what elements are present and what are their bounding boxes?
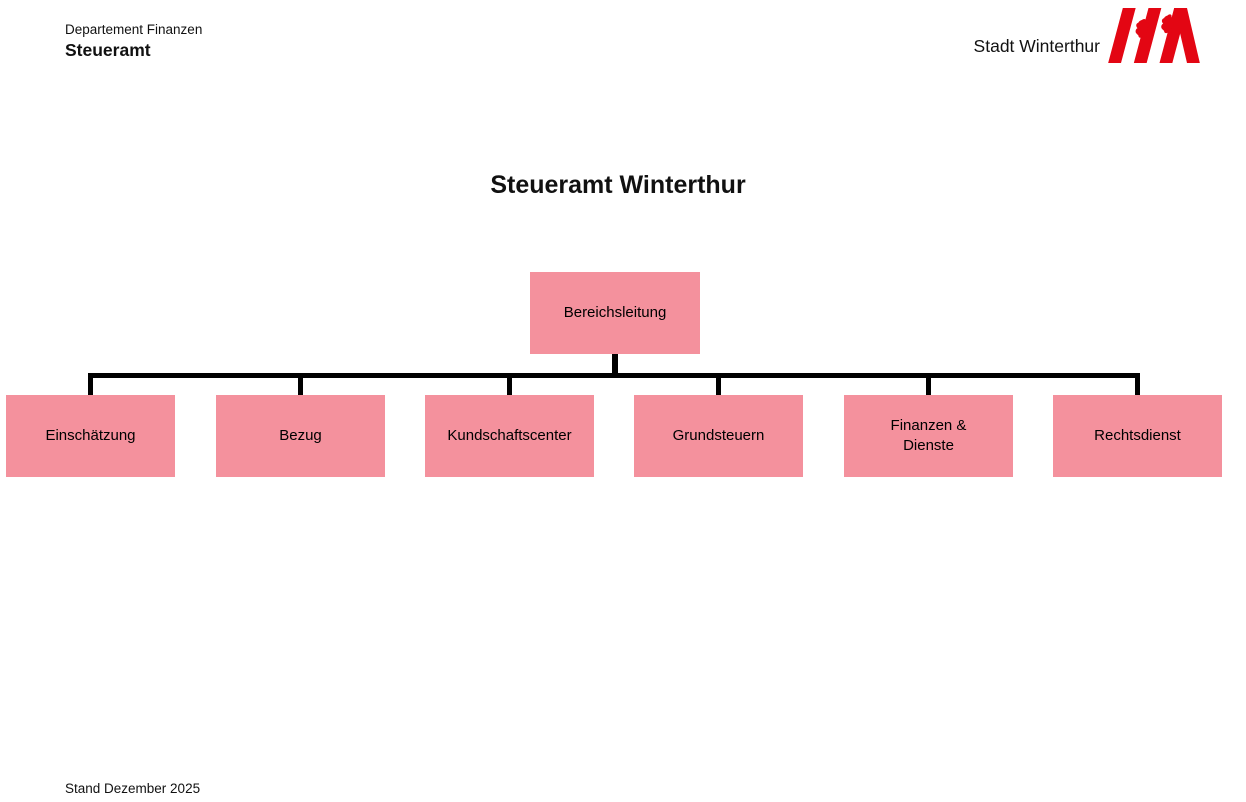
winterthur-w-icon: [1108, 8, 1200, 63]
org-node-kundschaftscenter: Kundschaftscenter: [425, 395, 594, 477]
org-node-rechtsdienst: Rechtsdienst: [1053, 395, 1222, 477]
org-node-bezug: Bezug: [216, 395, 385, 477]
org-node-einschaetzung: Einschätzung: [6, 395, 175, 477]
department-label: Departement Finanzen: [65, 22, 203, 37]
org-node-grundsteuern: Grundsteuern: [634, 395, 803, 477]
org-node-finanzen-dienste: Finanzen & Dienste: [844, 395, 1013, 477]
org-node-bereichsleitung: Bereichsleitung: [530, 272, 700, 354]
document-header: Departement Finanzen Steueramt: [65, 22, 202, 61]
office-label: Steueramt: [65, 40, 151, 60]
chart-title: Steueramt Winterthur: [490, 171, 746, 199]
status-date: Stand Dezember 2025: [65, 781, 201, 796]
stadt-winterthur-logo: Stadt Winterthur: [974, 8, 1200, 63]
logo-text: Stadt Winterthur: [973, 36, 1100, 56]
